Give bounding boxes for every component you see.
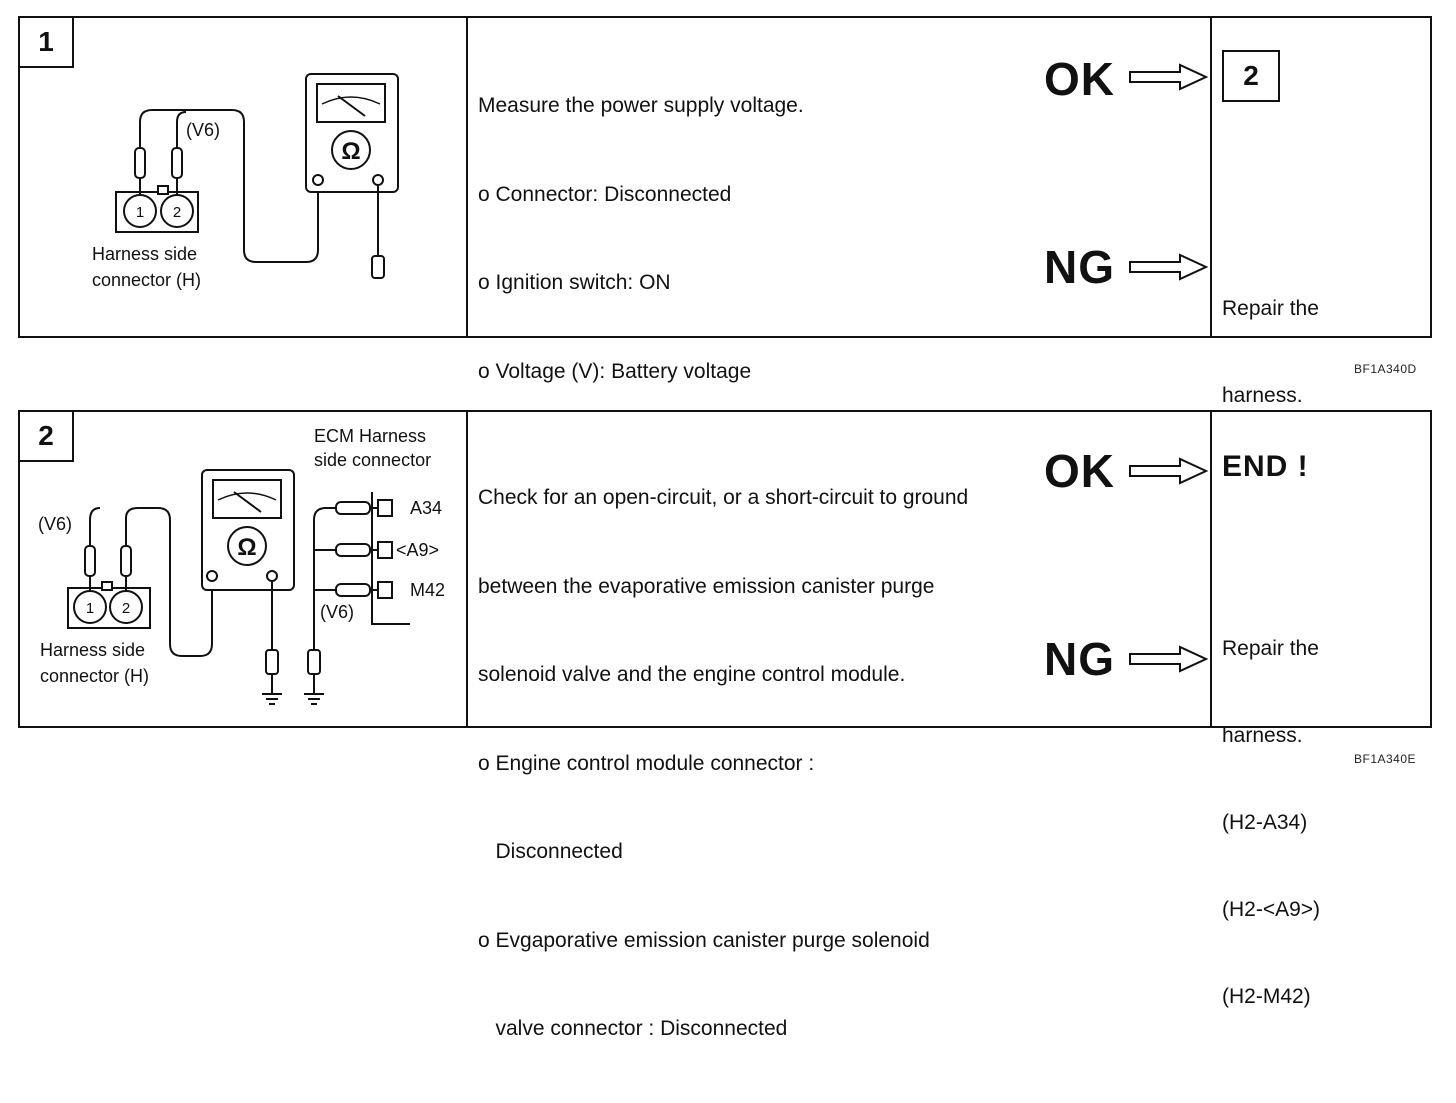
probe-1 bbox=[134, 147, 146, 179]
pin-1-label: 1 bbox=[86, 600, 94, 617]
step-1-wiring-diagram: 1 2 (V6) Ω Harness side connector (H) bbox=[92, 73, 399, 290]
instruction-line: between the evaporative emission caniste… bbox=[478, 574, 935, 598]
v6-wire-label-right: (V6) bbox=[320, 602, 354, 622]
connector-latch bbox=[157, 185, 169, 195]
ground-probe bbox=[307, 649, 321, 675]
terminal-a9-label: <A9> bbox=[396, 540, 439, 560]
instruction-line: o Ignition switch: ON bbox=[478, 271, 671, 294]
connector-label-line2: connector (H) bbox=[92, 270, 201, 290]
ng-result-line: (H2-M42) bbox=[1222, 985, 1311, 1008]
ecm-probe-m42 bbox=[335, 583, 371, 597]
probe-2 bbox=[120, 545, 132, 577]
connector-label-line1: Harness side bbox=[92, 244, 197, 264]
ok-arrow-icon bbox=[1129, 63, 1209, 91]
v6-wire bbox=[176, 111, 187, 148]
connector-label-line1: Harness side bbox=[40, 640, 145, 660]
ecm-label-line2: side connector bbox=[314, 450, 431, 470]
instruction-line: o Engine control module connector : bbox=[478, 751, 815, 775]
column-divider bbox=[1210, 18, 1212, 336]
pin-1-label: 1 bbox=[136, 204, 144, 221]
v6-wire-label-left: (V6) bbox=[38, 514, 72, 534]
instruction-line: o Evgaporative emission canister purge s… bbox=[478, 928, 930, 952]
meter-needle bbox=[233, 491, 262, 513]
step-2-number: 2 bbox=[20, 412, 74, 462]
meter-terminal-left bbox=[206, 570, 218, 582]
ecm-terminal-a9 bbox=[377, 541, 393, 559]
meter-needle bbox=[337, 95, 366, 117]
figure-reference-code: BF1A340E bbox=[1354, 752, 1417, 766]
ohm-symbol-icon: Ω bbox=[237, 534, 256, 561]
ecm-test-wire bbox=[313, 507, 336, 650]
instruction-line: valve connector : Disconnected bbox=[478, 1017, 788, 1040]
instruction-line: Check for an open-circuit, or a short-ci… bbox=[478, 486, 969, 509]
step-1-instructions: Measure the power supply voltage. o Conn… bbox=[478, 32, 804, 445]
ng-result-line: harness. bbox=[1222, 384, 1303, 407]
ecm-probe-a34 bbox=[335, 501, 371, 515]
ng-arrow-icon bbox=[1129, 253, 1209, 281]
step-2-wiring-diagram: 1 2 (V6) Ω bbox=[38, 426, 445, 705]
ecm-label-line1: ECM Harness bbox=[314, 426, 426, 446]
pin-2-label: 2 bbox=[173, 204, 181, 221]
ng-result: Repair the harness. (H2-A34) (H2-<A9>) (… bbox=[1222, 576, 1320, 1069]
ok-result-step-box[interactable]: 2 bbox=[1222, 50, 1280, 102]
ng-result-line: (H2-<A9>) bbox=[1222, 898, 1321, 921]
ng-result-line: harness. bbox=[1222, 724, 1303, 747]
meter-terminal-right bbox=[266, 570, 278, 582]
ecm-terminal-a34 bbox=[377, 499, 393, 517]
pin-2-label: 2 bbox=[122, 600, 130, 617]
ecm-terminal-m42 bbox=[377, 581, 393, 599]
step-2-instructions: Check for an open-circuit, or a short-ci… bbox=[478, 424, 968, 1103]
ohm-dial bbox=[227, 526, 267, 566]
instruction-line: o Connector: Disconnected bbox=[478, 182, 732, 206]
meter-terminal-left bbox=[312, 174, 324, 186]
column-divider bbox=[466, 18, 468, 336]
ground-probe bbox=[265, 649, 279, 675]
multimeter-display bbox=[212, 479, 282, 519]
v6-wire bbox=[89, 507, 101, 546]
step-2-panel: 2 1 2 (V6) Ω bbox=[18, 410, 1432, 1040]
ng-arrow-icon bbox=[1129, 645, 1209, 673]
measurement-lead-wire bbox=[139, 109, 319, 263]
ecm-connector-outline bbox=[371, 492, 410, 625]
ng-label: NG bbox=[1044, 241, 1115, 293]
ng-result-line: Repair the bbox=[1222, 297, 1319, 320]
ok-label: OK bbox=[1044, 53, 1115, 105]
ng-result: Repair the harness. bbox=[1222, 236, 1319, 468]
ecm-probe-a9 bbox=[335, 543, 371, 557]
ohm-symbol-icon: Ω bbox=[341, 138, 360, 165]
v6-wire-label: (V6) bbox=[186, 120, 220, 140]
ng-result-line: (H2-A34) bbox=[1222, 811, 1308, 834]
probe-2 bbox=[171, 147, 183, 179]
terminal-m42-label: M42 bbox=[410, 580, 445, 600]
column-divider bbox=[1210, 412, 1212, 726]
connector-latch bbox=[101, 581, 113, 591]
step-1-number: 1 bbox=[20, 18, 74, 68]
probe-1 bbox=[84, 545, 96, 577]
ok-arrow-icon bbox=[1129, 457, 1209, 485]
measurement-lead-wire bbox=[125, 507, 213, 657]
ohm-dial bbox=[331, 130, 371, 170]
instruction-line: Measure the power supply voltage. bbox=[478, 94, 804, 117]
connector-label-line2: connector (H) bbox=[40, 666, 149, 686]
ng-label: NG bbox=[1044, 633, 1115, 685]
instruction-line: o Voltage (V): Battery voltage bbox=[478, 359, 752, 383]
ground-probe bbox=[371, 255, 385, 279]
ok-label: OK bbox=[1044, 445, 1115, 497]
figure-reference-code: BF1A340D bbox=[1354, 362, 1417, 376]
terminal-a34-label: A34 bbox=[410, 498, 442, 518]
meter-terminal-right bbox=[372, 174, 384, 186]
multimeter-display bbox=[316, 83, 386, 123]
column-divider bbox=[466, 412, 468, 726]
step-1-panel: 1 1 2 (V6) Ω Harness side connector (H) bbox=[18, 16, 1432, 407]
ok-result-end: END ! bbox=[1222, 450, 1309, 483]
ng-result-line: Repair the bbox=[1222, 637, 1319, 660]
instruction-line: solenoid valve and the engine control mo… bbox=[478, 663, 906, 686]
instruction-line: Disconnected bbox=[478, 840, 623, 863]
